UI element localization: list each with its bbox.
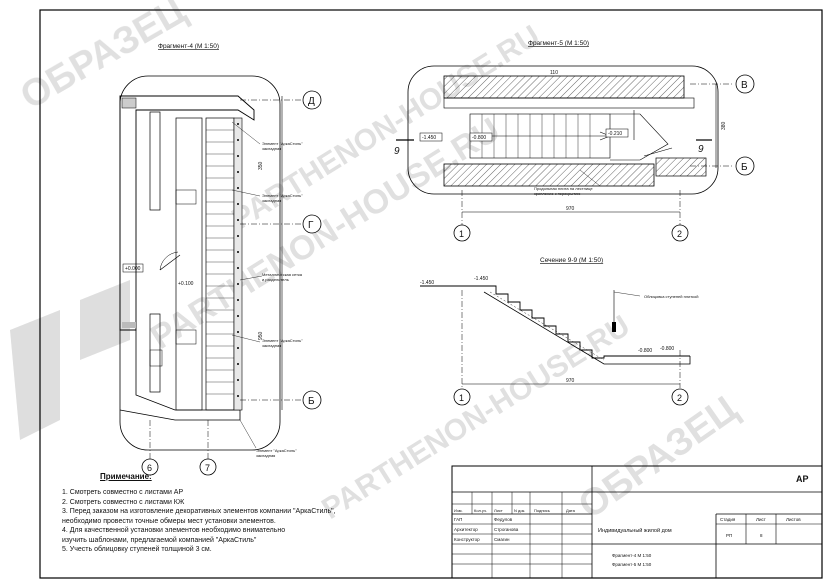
callout-section: Облицовка ступеней плиткой	[644, 294, 698, 299]
section-level-top-left: -1.450	[420, 280, 434, 286]
stamp-stage-h1: Лист	[756, 517, 766, 522]
stamp-sheet-line-0: Фрагмент-4 М 1:50	[612, 553, 652, 558]
stamp-project: Индивидуальный жилой дом	[598, 527, 672, 534]
section-title: Сечение 9-9 (М 1:50)	[540, 257, 603, 264]
section-level-top: -1.450	[474, 276, 488, 282]
fragment4-level-stair: +0.100	[178, 281, 194, 287]
axis-label-G: Г	[308, 220, 314, 231]
axis-label-V: В	[741, 80, 748, 91]
callout-left-bottom: Элемент "АркаСтиль"закладная	[256, 448, 297, 458]
sheet-frame	[39, 9, 823, 579]
fragment4-axis-lines	[149, 99, 302, 460]
fragment5-level-left: -1.450	[422, 135, 436, 141]
axis-label-2-top: 2	[677, 229, 682, 239]
note-3b: необходимо провести точные обмеры мест у…	[62, 517, 276, 525]
section-drawing: Облицовка ступеней плиткой -1.450 -1.450…	[420, 276, 698, 365]
stamp-stage-h2: Листов	[786, 517, 801, 522]
stamp-header-3: N док.	[514, 508, 525, 513]
stamp-stage-v0: РП	[726, 533, 732, 538]
section-mark-right-label: 9	[698, 144, 704, 155]
callout-left-1: Элемент "АркаСтиль"закладная	[262, 141, 303, 151]
axis-label-2-bottom: 2	[677, 393, 682, 403]
fragment5-dim-total: 970	[566, 206, 575, 212]
stamp-header-5: Дата	[566, 508, 576, 513]
stamp-code: АР	[796, 474, 809, 484]
stamp-header-0: Изм.	[454, 508, 463, 513]
fragment5-callout-leader	[579, 169, 601, 187]
notes-list: 1. Смотреть совместно с листами АР 2. См…	[62, 478, 452, 555]
fragment4-callouts: Элемент "АркаСтиль"закладная Элемент "Ар…	[231, 121, 303, 458]
fragment4-level-mid: +0.000	[125, 266, 141, 272]
stamp-person-0: Федулов	[494, 517, 513, 522]
axis-label-1-top: 1	[459, 229, 464, 239]
axis-label-B-right: Б	[741, 162, 748, 173]
note-1: 1. Смотреть совместно с листами АР	[62, 489, 184, 496]
notes-title: Примечание:	[100, 472, 152, 481]
fragment4-axis-markers: Д Г Б 6 7	[141, 90, 322, 476]
note-5: 5. Учесть облицовку ступеней толщиной 3 …	[62, 546, 212, 553]
watermark-logo-shape	[10, 280, 130, 440]
axis-label-B-left: Б	[308, 396, 315, 407]
callout-left-2: Элемент "АркаСтиль"закладная	[262, 193, 303, 203]
callout-left-4: Элемент "АркаСтиль"закладная	[262, 338, 303, 348]
stamp-role-0: ГАП	[454, 517, 462, 522]
axis-label-6: 6	[147, 463, 152, 473]
section-axis-lines	[461, 290, 681, 388]
stamp-people: ГАП Федулов Архитектор Строганова Констр…	[454, 517, 519, 542]
section-level-bottom2: -0.800	[660, 346, 674, 352]
section-axis-markers: 1 2	[453, 388, 689, 406]
stamp-sheet-lines: Фрагмент-4 М 1:50 Фрагмент-5 М 1:50	[612, 553, 652, 567]
stamp-role-1: Архитектор	[454, 527, 478, 532]
stamp-header-4: Подпись	[534, 508, 550, 513]
stamp-person-1: Строганова	[494, 527, 519, 532]
stamp-person-2: Смагин	[494, 537, 510, 542]
fragment5-title: Фрагмент-5 (М 1:50)	[528, 40, 589, 47]
fragment4-title: Фрагмент-4 (М 1:50)	[158, 43, 219, 50]
section-mark-right: 9	[696, 139, 712, 155]
fragment5-dim-top: 110	[550, 70, 558, 76]
fragment4-dim-b: 950	[258, 331, 264, 340]
fragment4-plan: +0.000 +0.100 350 950	[119, 95, 264, 421]
fragment5-dim-side: 380	[721, 121, 727, 130]
section-level-bottom1: -0.800	[638, 348, 652, 354]
section-mark-left-label: 9	[394, 146, 400, 157]
fragment5-plan: -1.450 -0.800 -0.210 110 380	[419, 70, 727, 187]
stamp-sheet-line-1: Фрагмент-5 М 1:50	[612, 562, 652, 567]
fragment5-level-landing: -0.210	[608, 131, 622, 137]
stamp-stage-v1: 8	[760, 533, 763, 538]
note-4b: изучить шаблонами, предлагаемой компание…	[62, 536, 257, 544]
axis-label-1-bottom: 1	[459, 393, 464, 403]
stamp-header-2: Лист	[494, 508, 503, 513]
fragment5-axis-lines	[461, 83, 734, 228]
section-mark-left: 9	[394, 139, 414, 157]
stamp-role-2: Конструктор	[454, 537, 480, 542]
fragment5-boundary	[407, 65, 719, 195]
stamp-header-row: Изм. Кол.уч. Лист N док. Подпись Дата	[454, 508, 576, 513]
watermark-5: ОБРАЗЕЦ	[571, 388, 745, 528]
axis-label-D: Д	[308, 96, 315, 107]
note-3: 3. Перед заказом на изготовление декорат…	[62, 508, 336, 515]
stamp-stage-h0: Стадия	[720, 517, 736, 522]
note-2: 2. Смотреть совместно с листами КЖ	[62, 498, 185, 506]
stamp-header-1: Кол.уч.	[474, 508, 487, 513]
fragment5-level-mid: -0.800	[472, 135, 486, 141]
fragment5-axis-markers: В Б 1 2	[453, 74, 755, 242]
note-4: 4. Для качественной установки элементов …	[62, 527, 286, 534]
fragment4-dim-a: 350	[258, 161, 264, 170]
section-dim-total: 970	[566, 378, 575, 384]
axis-label-7: 7	[205, 463, 210, 473]
stamp-stage: Стадия Лист Листов РП 8	[720, 517, 801, 538]
title-block	[451, 465, 823, 579]
